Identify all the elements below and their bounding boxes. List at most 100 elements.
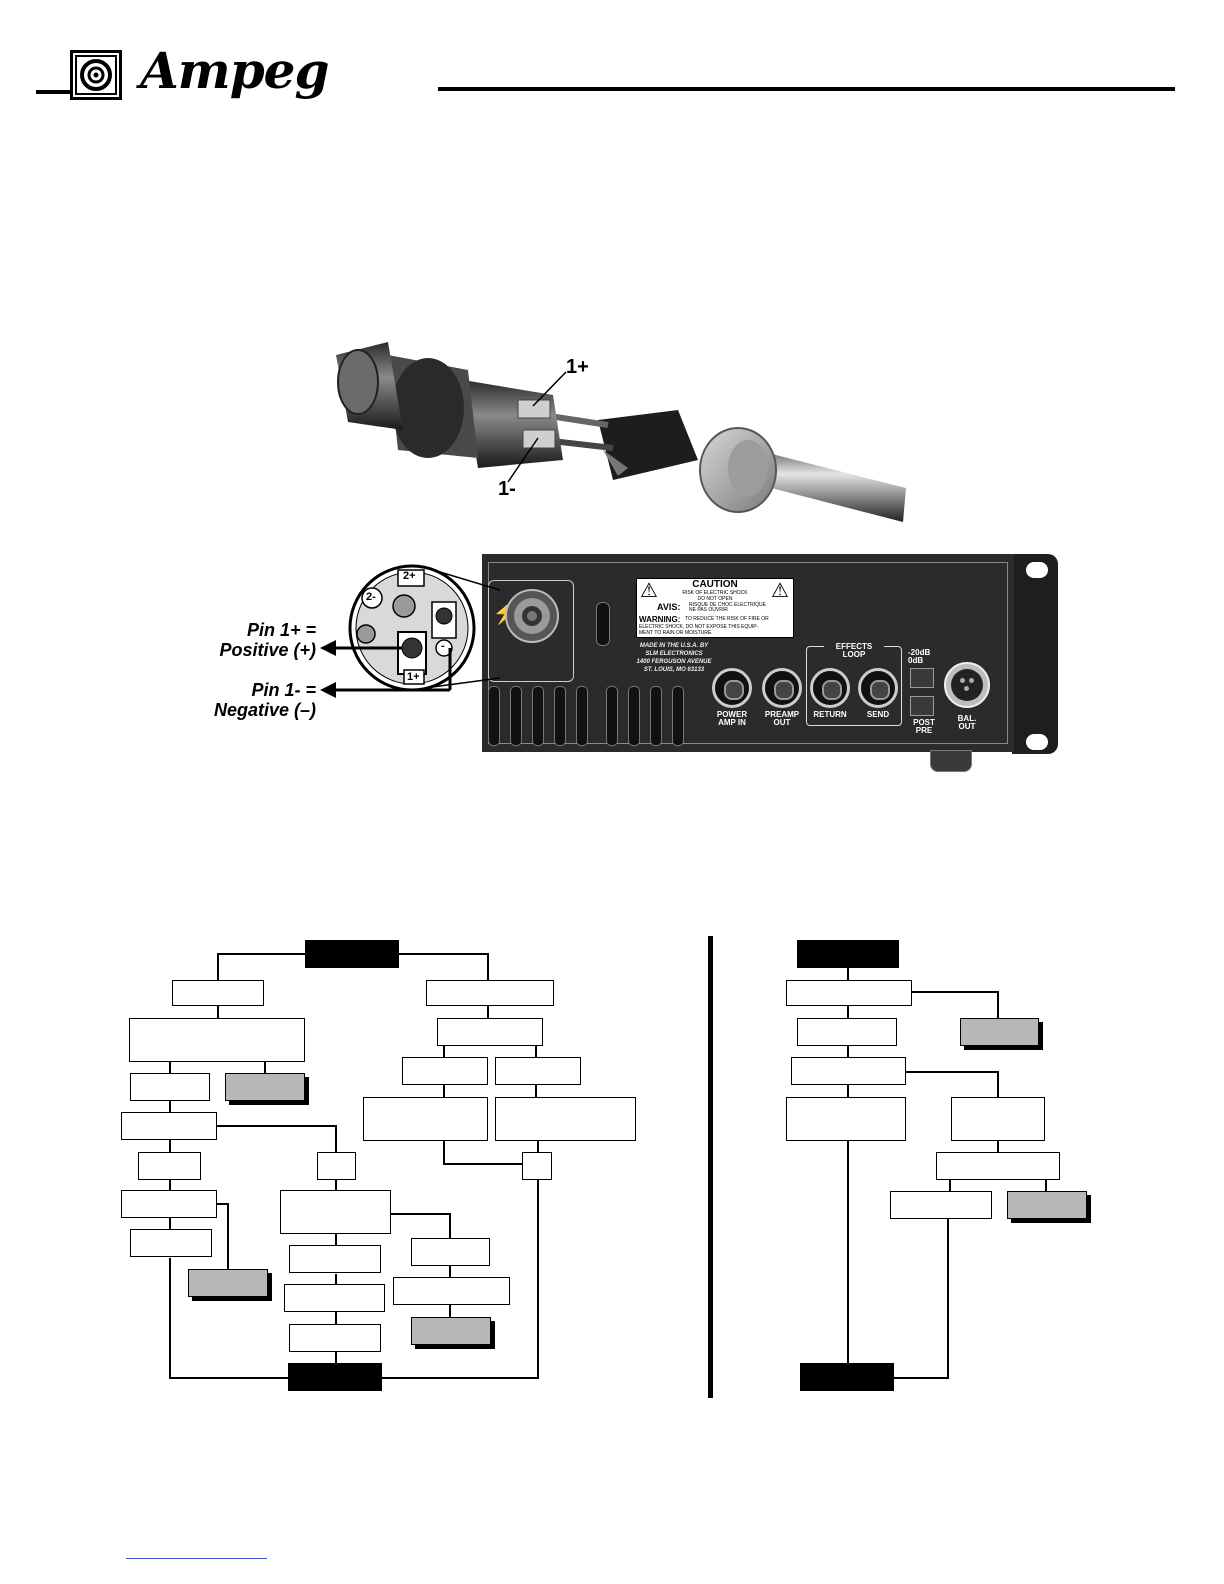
flow-end-box-gray xyxy=(225,1073,305,1101)
flow-box xyxy=(402,1057,488,1085)
speakon-connector-drawing xyxy=(336,342,906,522)
caution-label: ⚠ ⚠ CAUTION RISK OF ELECTRIC SHOCK DO NO… xyxy=(636,578,794,638)
effects-loop-label2: LOOP xyxy=(842,650,866,659)
flow-end-box-gray xyxy=(411,1317,491,1345)
inset-label-2plus: 2+ xyxy=(403,570,416,582)
vent-slot xyxy=(510,686,522,746)
header-rule-right xyxy=(438,87,1175,91)
flow-box xyxy=(411,1238,490,1266)
xlr-pin xyxy=(960,678,965,683)
header-rule-left xyxy=(36,90,70,94)
inset-label-minus: - xyxy=(441,640,445,652)
vent-slot xyxy=(628,686,640,746)
send-label: SEND xyxy=(866,710,890,719)
vent-slot xyxy=(532,686,544,746)
vent-slot-upper xyxy=(596,602,610,646)
pad-0db-label: 0dB xyxy=(908,656,924,665)
flow-box xyxy=(284,1284,385,1312)
flow-box xyxy=(172,980,264,1006)
exclamation-triangle-icon: ⚠ xyxy=(771,580,789,602)
warning-line3: MENT TO RAIN OR MOISTURE. xyxy=(639,630,713,636)
pad-switch[interactable] xyxy=(910,668,934,688)
vent-slot xyxy=(554,686,566,746)
flow-box xyxy=(426,980,554,1006)
return-label: RETURN xyxy=(813,710,847,719)
made-in-line4: ST. LOUIS, MO 63133 xyxy=(643,667,705,673)
bal-out-label2: OUT xyxy=(958,722,976,731)
vent-slot xyxy=(576,686,588,746)
power-amp-in-jack[interactable] xyxy=(712,668,752,708)
speakon-jack xyxy=(504,588,560,644)
flow-box xyxy=(121,1190,217,1218)
post-pre-switch[interactable] xyxy=(910,696,934,716)
made-in-block: MADE IN THE U.S.A. BY SLM ELECTRONICS 14… xyxy=(634,642,714,674)
pin-positive-callout-line2: Positive (+) xyxy=(219,640,316,660)
flow-finish-box xyxy=(800,1363,894,1391)
made-in-line3: 1400 FERGUSON AVENUE xyxy=(636,659,712,665)
xlr-socket xyxy=(951,669,983,701)
power-amp-in-label2: AMP IN xyxy=(718,718,746,727)
pin-negative-callout-line2: Negative (–) xyxy=(213,700,316,720)
flow-box xyxy=(786,980,912,1006)
ampeg-speaker-logo-icon xyxy=(70,50,122,100)
flow-box xyxy=(791,1057,906,1085)
send-jack[interactable] xyxy=(858,668,898,708)
bal-out-xlr-jack[interactable] xyxy=(944,662,990,708)
vent-slot xyxy=(672,686,684,746)
flowchart-connectors xyxy=(169,936,1047,1398)
rear-panel-figure: ⚡ ⚠ ⚠ CAUTION RISK OF ELECTRIC SHOCK DO … xyxy=(0,550,1224,780)
flow-box xyxy=(786,1097,906,1141)
xlr-pin xyxy=(964,686,969,691)
flow-box xyxy=(437,1018,543,1046)
inset-label-2minus: 2- xyxy=(366,591,376,603)
caution-title: CAUTION xyxy=(692,579,738,590)
flow-box xyxy=(121,1112,217,1140)
flow-box xyxy=(289,1324,381,1352)
flow-box xyxy=(138,1152,201,1180)
flow-box xyxy=(495,1057,581,1085)
jack-socket xyxy=(870,680,890,700)
flow-box xyxy=(797,1018,897,1046)
preamp-out-jack[interactable] xyxy=(762,668,802,708)
flow-box xyxy=(890,1191,992,1219)
flowchart-divider xyxy=(708,936,713,1398)
caution-line2: DO NOT OPEN xyxy=(697,596,733,602)
return-jack[interactable] xyxy=(810,668,850,708)
flow-box xyxy=(130,1229,212,1257)
flow-end-box-gray xyxy=(188,1269,268,1297)
vent-slot xyxy=(650,686,662,746)
speaker-output-section xyxy=(488,580,574,682)
preamp-out-label1: PREAMP xyxy=(764,710,800,719)
avis-line2: NE PAS OUVRIR xyxy=(689,607,728,613)
power-amp-in-label1: POWER xyxy=(716,710,748,719)
flow-start-box xyxy=(305,940,399,968)
xlr-pin xyxy=(969,678,974,683)
flow-box xyxy=(951,1097,1045,1141)
avis-label: AVIS: xyxy=(657,602,681,612)
jack-socket xyxy=(822,680,842,700)
header: Ampeg xyxy=(0,0,1224,120)
flow-start-box xyxy=(797,940,899,968)
pin-positive-callout: Pin 1+ = Positive (+) xyxy=(150,620,316,660)
warning-label: WARNING: xyxy=(639,615,681,624)
post-label: POST xyxy=(913,718,935,727)
pin-negative-label: 1- xyxy=(498,478,516,500)
jack-socket xyxy=(774,680,794,700)
caution-line1: RISK OF ELECTRIC SHOCK xyxy=(682,590,748,596)
bal-out-label1: BAL. xyxy=(957,714,977,723)
flow-box xyxy=(130,1073,210,1101)
made-in-line1: MADE IN THE U.S.A. BY xyxy=(639,643,709,649)
vent-slot xyxy=(488,686,500,746)
footer-link[interactable] xyxy=(126,1550,267,1559)
flow-box xyxy=(363,1097,488,1141)
inset-label-1plus: 1+ xyxy=(407,671,420,683)
pin-negative-callout-line1: Pin 1- = xyxy=(251,680,316,700)
chassis-foot xyxy=(930,750,972,772)
warning-triangle-icon: ⚠ xyxy=(640,580,658,602)
flow-box xyxy=(393,1277,510,1305)
flow-box xyxy=(936,1152,1060,1180)
pin-positive-label: 1+ xyxy=(566,356,589,378)
pad-minus20-label: -20dB xyxy=(908,648,931,657)
pin-positive-callout-line1: Pin 1+ = xyxy=(246,620,316,640)
flow-box xyxy=(522,1152,552,1180)
